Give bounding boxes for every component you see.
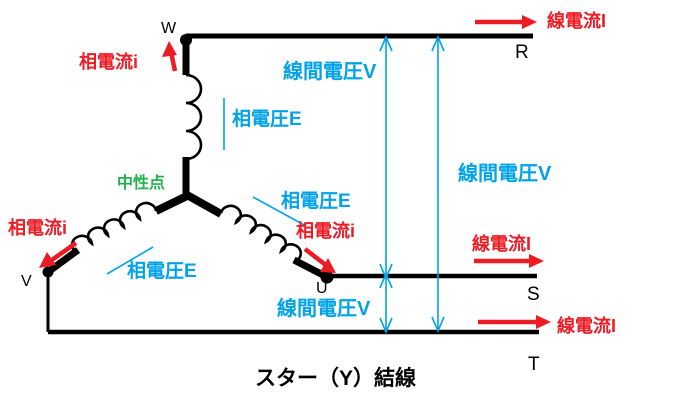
line-label-r: R xyxy=(515,42,529,63)
current-arrows xyxy=(39,15,551,329)
terminal-dots xyxy=(42,34,334,284)
phase-current-arrow-u-icon xyxy=(303,247,336,273)
wire-neutral-right-stub xyxy=(185,191,223,218)
line-label-t: T xyxy=(528,354,540,375)
terminal-label-w: W xyxy=(161,20,177,37)
line-current-arrow-t-icon xyxy=(478,315,551,329)
phase-voltage-label-v: 相電圧E xyxy=(127,261,197,282)
coil-u xyxy=(219,204,303,263)
line-current-label-s: 線電流I xyxy=(472,234,532,254)
line-voltage-label-rs: 線間電圧V xyxy=(283,61,377,83)
coil-w xyxy=(185,73,203,161)
phase-voltage-pointer-v-icon xyxy=(106,246,154,275)
wire-neutral-left-stub xyxy=(154,191,191,215)
phase-current-arrow-v-icon xyxy=(39,241,78,268)
line-current-arrow-r-icon xyxy=(475,15,537,29)
line-voltage-label-rt: 線間電圧V xyxy=(458,163,552,185)
wire-v-stub xyxy=(45,247,81,275)
terminal-dot-w xyxy=(180,34,192,46)
neutral-point-label: 中性点 xyxy=(117,175,166,192)
diagram-caption: スター（Y）結線 xyxy=(255,367,417,390)
phase-current-label-w: 相電流i xyxy=(79,52,139,72)
line-voltage-arrow-rt-icon xyxy=(431,34,445,334)
line-label-s: S xyxy=(527,284,540,305)
line-voltage-label-st: 線間電圧V xyxy=(277,298,371,320)
line-voltage-arrow-rs-icon xyxy=(379,34,393,281)
line-voltage-arrow-st-icon xyxy=(379,271,393,335)
line-current-arrow-s-icon xyxy=(474,254,544,268)
line-current-label-r: 線電流I xyxy=(547,11,607,31)
terminal-label-v: V xyxy=(21,273,32,290)
phase-current-label-u: 相電流i xyxy=(296,221,356,241)
phase-voltage-pointers xyxy=(106,98,307,275)
line-current-label-t: 線電流I xyxy=(557,316,617,336)
line-voltage-arrows xyxy=(379,34,445,335)
terminal-dot-v xyxy=(42,266,54,278)
phase-current-arrow-w-icon xyxy=(162,41,178,72)
phase-current-label-v: 相電流i xyxy=(8,218,68,238)
phase-voltage-label-u: 相電圧E xyxy=(281,191,351,212)
terminal-label-u: U xyxy=(316,280,328,297)
terminal-dot-u xyxy=(320,270,334,284)
phase-voltage-label-w: 相電圧E xyxy=(232,109,302,130)
coil-v xyxy=(70,201,158,254)
phase-voltage-pointer-u-icon xyxy=(252,196,307,227)
